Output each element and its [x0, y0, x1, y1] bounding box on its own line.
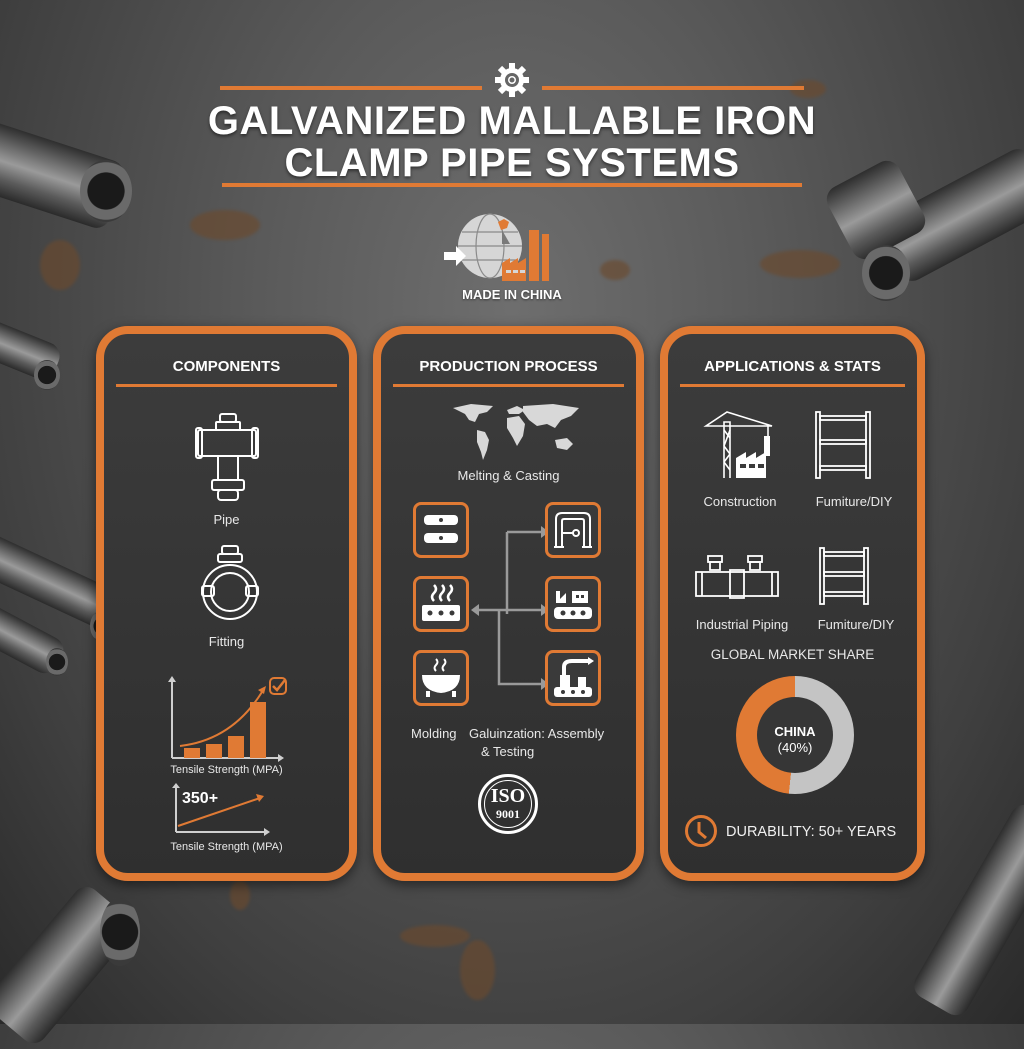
- app-industrial-piping-label: Industrial Piping: [695, 617, 789, 632]
- shelf-icon: [815, 411, 871, 479]
- production-rule: [393, 384, 624, 387]
- iso-number: 9001: [496, 807, 520, 821]
- made-in-china-label: MADE IN CHINA: [462, 287, 562, 302]
- clock-icon: [685, 815, 717, 847]
- molds-icon: [424, 515, 458, 543]
- process-flow-arrows: [471, 526, 549, 690]
- chart2-axis-label: Tensile Strength (MPA): [170, 841, 283, 853]
- shelf-icon: [819, 547, 869, 605]
- assembly-machine-icon: [554, 657, 594, 697]
- step-assembly-machine: [545, 650, 601, 706]
- gear-icon: [495, 63, 529, 97]
- iso-9001-badge: ISO 9001: [478, 774, 538, 834]
- components-panel: COMPONENTS Pipe Fitting: [96, 326, 357, 881]
- header-rule-bottom: [222, 183, 802, 187]
- page-title-line1: GALVANIZED MALLABLE IRON: [207, 99, 817, 143]
- market-share-donut: CHINA (40%): [736, 676, 854, 794]
- step-molds: [413, 502, 469, 558]
- header-rule-top-right: [542, 86, 804, 90]
- melting-casting-label: Melting & Casting: [457, 468, 560, 483]
- applications-panel: APPLICATIONS & STATS Construction Fumitu…: [660, 326, 925, 881]
- donut-center-value: (40%): [777, 740, 813, 755]
- industrial-pipe-icon: [695, 555, 779, 599]
- production-panel: PRODUCTION PROCESS Melting & Casting: [373, 326, 644, 881]
- global-market-share-title: GLOBAL MARKET SHARE: [710, 647, 875, 662]
- clamp-fitting-icon: [201, 545, 259, 620]
- pipe-bending-icon: [554, 512, 592, 548]
- testing-label: & Testing: [481, 744, 535, 759]
- heat-treatment-icon: [422, 584, 460, 621]
- tensile-strength-line-chart: [172, 783, 270, 836]
- donut-center-label: CHINA: [774, 724, 816, 739]
- app-construction-label: Construction: [703, 494, 777, 509]
- iso-text: ISO: [490, 785, 526, 807]
- component-pipe-label: Pipe: [213, 512, 240, 527]
- step-conveyor-factory: [545, 576, 601, 632]
- chart2-value: 350+: [182, 790, 219, 807]
- conveyor-factory-icon: [554, 591, 592, 619]
- durability-stat: DURABILITY: 50+ YEARS: [726, 824, 897, 840]
- header-rule-top-left: [220, 86, 482, 90]
- app-furniture-label-2: Fumiture/DIY: [817, 617, 895, 632]
- step-pipe-bending: [545, 502, 601, 558]
- chart1-axis-label: Tensile Strength (MPA): [170, 764, 283, 776]
- app-furniture-label-1: Fumiture/DIY: [815, 494, 893, 509]
- components-title: COMPONENTS: [172, 358, 281, 375]
- tensile-strength-bar-chart: [168, 676, 287, 762]
- crane-factory-icon: [703, 411, 773, 478]
- step-heat-treatment: [413, 576, 469, 632]
- applications-rule: [680, 384, 905, 387]
- applications-title: APPLICATIONS & STATS: [704, 358, 881, 375]
- galvanization-label: Galuinzation: Assembly: [469, 726, 605, 741]
- production-title: PRODUCTION PROCESS: [419, 358, 598, 375]
- page-title-line2: CLAMP PIPE SYSTEMS: [284, 141, 740, 185]
- step-cauldron: [413, 650, 469, 706]
- cauldron-icon: [422, 658, 460, 697]
- world-map-icon: [453, 404, 579, 460]
- pipe-tee-icon: [195, 413, 259, 501]
- molding-label: Molding: [411, 726, 457, 741]
- component-fitting-label: Fitting: [208, 634, 245, 649]
- globe-factory-icon: [444, 213, 549, 281]
- components-rule: [116, 384, 337, 387]
